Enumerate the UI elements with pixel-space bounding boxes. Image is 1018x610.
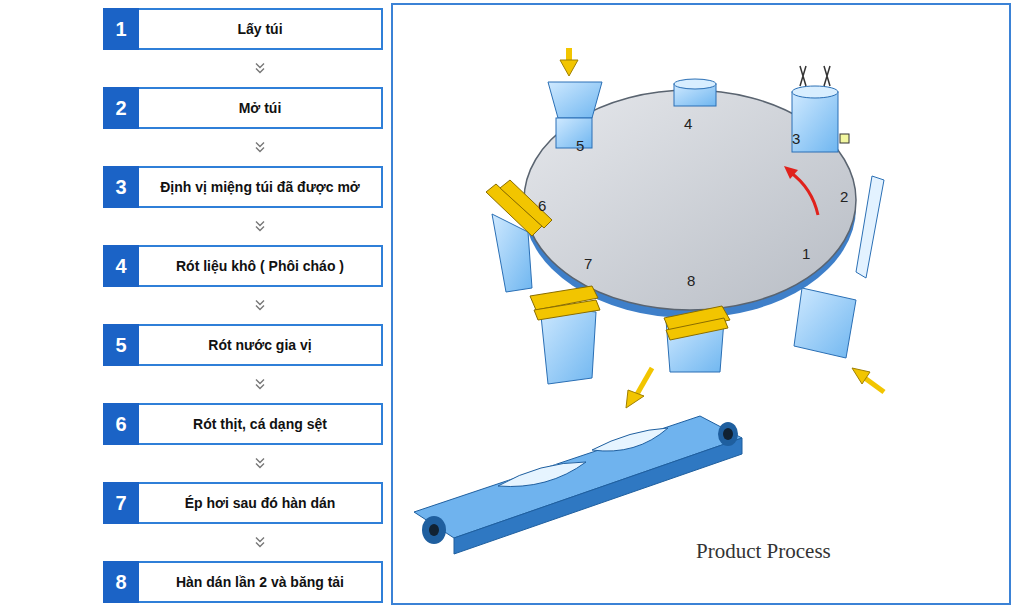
process-step: 4Rót liệu khô ( Phôi cháo ) <box>103 245 383 287</box>
step-number: 1 <box>103 8 139 50</box>
station-number: 6 <box>538 198 546 213</box>
flow-chevron <box>256 287 264 324</box>
process-step: 5Rót nước gia vị <box>103 324 383 366</box>
station-number: 3 <box>792 131 800 146</box>
step-label: Mở túi <box>139 87 383 129</box>
step-number: 8 <box>103 561 139 603</box>
process-step: 3Định vị miệng túi đã được mở <box>103 166 383 208</box>
station-number: 7 <box>584 256 592 271</box>
caption-label: Product Process <box>696 541 831 562</box>
step-label: Định vị miệng túi đã được mở <box>139 166 383 208</box>
step-number: 7 <box>103 482 139 524</box>
step-label: Lấy túi <box>139 8 383 50</box>
step-label: Rót nước gia vị <box>139 324 383 366</box>
process-step: 6Rót thịt, cá dạng sệt <box>103 403 383 445</box>
station-number: 2 <box>840 189 848 204</box>
station-number: 5 <box>576 138 584 153</box>
process-step: 1Lấy túi <box>103 8 383 50</box>
station-number: 4 <box>684 116 692 131</box>
step-number: 5 <box>103 324 139 366</box>
process-step: 8Hàn dán lần 2 và băng tải <box>103 561 383 603</box>
step-label: Hàn dán lần 2 và băng tải <box>139 561 383 603</box>
process-step: 2Mở túi <box>103 87 383 129</box>
flow-chevron <box>256 366 264 403</box>
step-label: Ép hơi sau đó hàn dán <box>139 482 383 524</box>
step-number: 6 <box>103 403 139 445</box>
flow-chevron <box>256 129 264 166</box>
flow-chevron <box>256 524 264 561</box>
station-number: 8 <box>687 273 695 288</box>
flow-chevron <box>256 50 264 87</box>
step-number: 3 <box>103 166 139 208</box>
step-number: 2 <box>103 87 139 129</box>
station-number: 1 <box>802 246 810 261</box>
step-number: 4 <box>103 245 139 287</box>
process-step: 7Ép hơi sau đó hàn dán <box>103 482 383 524</box>
step-label: Rót thịt, cá dạng sệt <box>139 403 383 445</box>
flow-chevron <box>256 445 264 482</box>
step-label: Rót liệu khô ( Phôi cháo ) <box>139 245 383 287</box>
flow-chevron <box>256 208 264 245</box>
